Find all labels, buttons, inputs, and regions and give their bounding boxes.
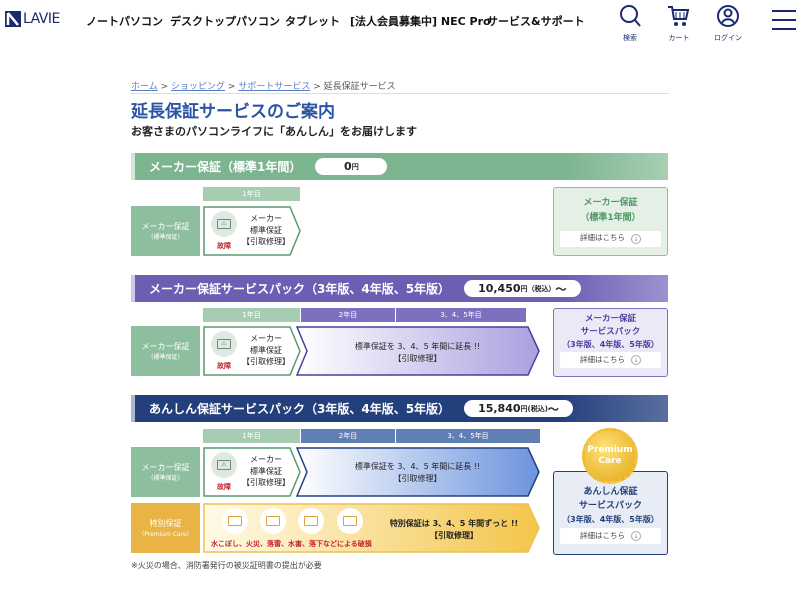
year1-text: メーカー標準保証【引取修理】 [242, 334, 290, 367]
year-1-header: 1年目 [203, 308, 300, 322]
premium-text: 特別保証は 3、4、5 年間ずっと !!【引取修理】 [389, 519, 519, 540]
details-link[interactable]: 詳細はこちら↓ [560, 351, 661, 368]
laptop-warning-icon: ⚠ [211, 331, 237, 357]
arrow-down-icon: ↓ [631, 354, 641, 365]
maker-warranty-card: メーカー保証（標準1年間） 詳細はこちら↓ [553, 187, 668, 256]
nav-support[interactable]: サービス&サポート [487, 15, 585, 28]
details-link[interactable]: 詳細はこちら↓ [560, 528, 661, 545]
breadcrumb: ホーム > ショッピング > サポートサービス > 延長保証サービス [131, 79, 396, 92]
hamburger-icon [772, 10, 796, 30]
breadcrumb-separator: > [160, 82, 169, 92]
extension-text: 標準保証を 3、4、5 年間に延長 !!【引取修理】 [354, 462, 481, 483]
fire-icon [260, 508, 286, 534]
breadcrumb-support[interactable]: サポートサービス [238, 82, 311, 92]
page-subtitle: お客さまのパソコンライフに「あんしん」をお届けします [131, 125, 417, 138]
maker-warranty-label: メーカー保証（標準保証） [131, 206, 200, 256]
nav-notebook[interactable]: ノートパソコン [86, 15, 163, 28]
arrow-down-icon: ↓ [631, 233, 641, 244]
year-1-header: 1年目 [203, 187, 300, 201]
nav-tablet[interactable]: タブレット [285, 15, 340, 28]
breadcrumb-separator: > [313, 82, 321, 92]
logo[interactable]: LAVIE [5, 11, 60, 27]
logo-mark-icon [5, 11, 21, 27]
drop-damage-icon [337, 508, 363, 534]
service-pack-card: メーカー保証サービスパック（3年版、4年版、5年版） 詳細はこちら↓ [553, 308, 668, 377]
menu-button[interactable] [772, 9, 796, 35]
nav-desktop[interactable]: デスクトップパソコン [170, 15, 280, 28]
year-2-header: 2年目 [301, 429, 395, 443]
damage-types: 水こぼし、火災、落雷、水害、落下などによる破損 [211, 540, 372, 548]
divider [131, 93, 669, 94]
lightning-icon [298, 508, 324, 534]
page-title: 延長保証サービスのご案内 [131, 102, 335, 122]
year-345-header: 3、4、5年目 [396, 429, 540, 443]
failure-label: 故障 [217, 242, 231, 250]
year-1-header: 1年目 [203, 429, 300, 443]
extension-arrow [295, 326, 540, 376]
failure-label: 故障 [217, 483, 231, 491]
year1-text: メーカー標準保証【引取修理】 [242, 455, 290, 488]
cart-icon [668, 6, 690, 26]
section-title: メーカー保証（標準1年間） [149, 160, 302, 174]
search-button[interactable]: 検索 [610, 4, 650, 43]
breadcrumb-shopping[interactable]: ショッピング [171, 82, 226, 92]
login-button[interactable]: ログイン [708, 4, 748, 43]
details-link[interactable]: 詳細はこちら↓ [560, 230, 661, 247]
laptop-warning-icon: ⚠ [211, 452, 237, 478]
failure-label: 故障 [217, 362, 231, 370]
nav-nec-pro[interactable]: [法人会員募集中] NEC Pro [350, 15, 491, 28]
anshin-pack-card: あんしん保証サービスパック（3年版、4年版、5年版） 詳細はこちら↓ [553, 471, 668, 555]
maker-warranty-label: メーカー保証（標準保証） [131, 447, 200, 497]
search-icon [620, 5, 641, 27]
extension-text: 標準保証を 3、4、5 年間に延長 !!【引取修理】 [354, 342, 481, 363]
premium-arrow [203, 503, 540, 553]
premium-care-label: 特別保証（Premium Care） [131, 503, 200, 553]
extension-arrow [295, 447, 540, 497]
water-spill-icon [222, 508, 248, 534]
logo-text: LAVIE [23, 11, 60, 27]
section-title: メーカー保証サービスパック（3年版、4年版、5年版） [149, 282, 451, 296]
arrow-down-icon: ↓ [631, 531, 641, 542]
laptop-warning-icon: ⚠ [211, 211, 237, 237]
breadcrumb-home[interactable]: ホーム [131, 82, 158, 92]
year1-text: メーカー標準保証【引取修理】 [242, 214, 290, 247]
user-icon [717, 5, 739, 27]
maker-warranty-label: メーカー保証（標準保証） [131, 326, 200, 376]
section-title: あんしん保証サービスパック（3年版、4年版、5年版） [149, 402, 451, 416]
year-2-header: 2年目 [301, 308, 395, 322]
year-345-header: 3、4、5年目 [396, 308, 526, 322]
footnote: ※火災の場合、消防署発行の被災証明書の提出が必要 [131, 561, 322, 570]
breadcrumb-current: 延長保証サービス [323, 82, 396, 92]
breadcrumb-separator: > [227, 82, 236, 92]
cart-button[interactable]: カート [659, 4, 699, 43]
